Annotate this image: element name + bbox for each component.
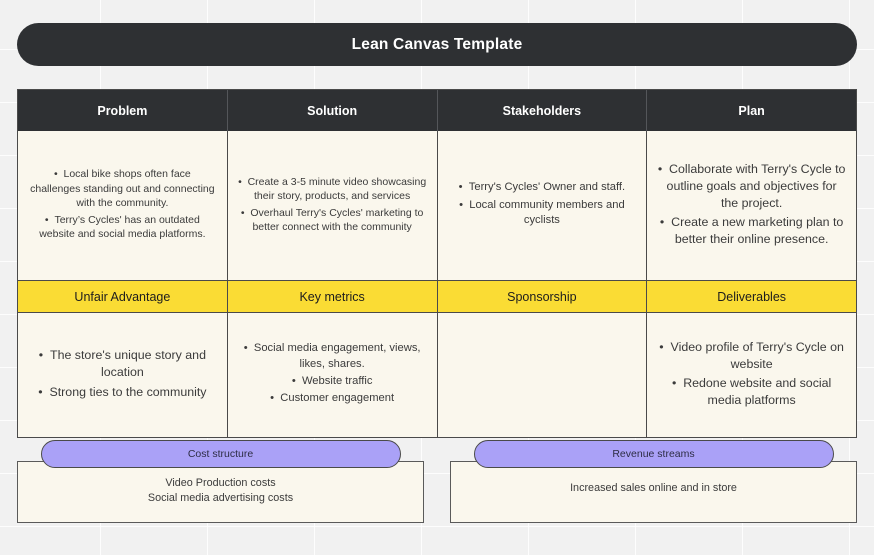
list-item: Website traffic [238, 374, 427, 389]
revenue-streams-line-1: Increased sales online and in store [570, 482, 737, 494]
list-item: Collaborate with Terry's Cycle to outlin… [657, 161, 846, 212]
list-item: The store's unique story and location [28, 347, 217, 381]
bullet-list-stakeholders: Terry's Cycles' Owner and staff. Local c… [448, 180, 637, 230]
row1-header: Problem Solution Stakeholders Plan [18, 90, 856, 131]
list-item: Strong ties to the community [28, 384, 217, 401]
row2-body: The store's unique story and location St… [18, 313, 856, 437]
revenue-streams-label: Revenue streams [612, 448, 695, 460]
list-item: Create a 3-5 minute video showcasing the… [238, 175, 427, 204]
revenue-streams-box[interactable]: Increased sales online and in store [450, 461, 857, 523]
cell-sponsorship[interactable] [437, 313, 648, 437]
cost-structure-line-2: Social media advertising costs [147, 492, 294, 505]
list-item: Create a new marketing plan to better th… [657, 214, 846, 248]
canvas-title-bar: Lean Canvas Template [17, 23, 857, 66]
row2-header: Unfair Advantage Key metrics Sponsorship… [18, 280, 856, 313]
cell-deliverables[interactable]: Video profile of Terry's Cycle on websit… [647, 313, 856, 437]
header-label-problem: Problem [97, 103, 148, 118]
list-item: Local community members and cyclists [448, 198, 637, 229]
list-item: Local bike shops often face challenges s… [28, 167, 217, 210]
bullet-list-plan: Collaborate with Terry's Cycle to outlin… [657, 161, 846, 251]
bullet-list-problem: Local bike shops often face challenges s… [28, 167, 217, 243]
header-label-unfair-advantage: Unfair Advantage [74, 289, 171, 304]
bullet-list-key-metrics: Social media engagement, views, likes, s… [238, 341, 427, 409]
header-label-key-metrics: Key metrics [299, 289, 365, 304]
header-cell-stakeholders[interactable]: Stakeholders [437, 90, 648, 131]
header-cell-sponsorship[interactable]: Sponsorship [437, 280, 648, 313]
header-cell-problem[interactable]: Problem [18, 90, 228, 131]
header-cell-unfair-advantage[interactable]: Unfair Advantage [18, 280, 228, 313]
header-cell-solution[interactable]: Solution [227, 90, 438, 131]
header-label-deliverables: Deliverables [717, 289, 787, 304]
cell-key-metrics[interactable]: Social media engagement, views, likes, s… [227, 313, 438, 437]
revenue-streams-pill[interactable]: Revenue streams [473, 440, 834, 468]
cost-structure-box[interactable]: Video Production costs Social media adve… [17, 461, 424, 523]
cost-structure-line-1: Video Production costs [165, 477, 276, 489]
header-cell-deliverables[interactable]: Deliverables [647, 280, 856, 313]
header-cell-plan[interactable]: Plan [647, 90, 856, 131]
header-cell-key-metrics[interactable]: Key metrics [227, 280, 438, 313]
cost-structure-group: Cost structure Video Production costs So… [17, 440, 424, 523]
bullet-list-solution: Create a 3-5 minute video showcasing the… [238, 175, 427, 237]
list-item: Terry's Cycles' Owner and staff. [448, 180, 637, 195]
bullet-list-unfair-advantage: The store's unique story and location St… [28, 347, 217, 402]
revenue-streams-group: Revenue streams Increased sales online a… [450, 440, 857, 523]
list-item: Social media engagement, views, likes, s… [238, 341, 427, 372]
header-label-solution: Solution [307, 103, 358, 118]
header-label-stakeholders: Stakeholders [502, 103, 582, 118]
bottom-section: Cost structure Video Production costs So… [0, 440, 874, 555]
list-item: Overhaul Terry's Cycles' marketing to be… [238, 206, 427, 235]
cell-problem[interactable]: Local bike shops often face challenges s… [18, 131, 228, 280]
cell-plan[interactable]: Collaborate with Terry's Cycle to outlin… [647, 131, 856, 280]
list-item: Redone website and social media platform… [657, 375, 846, 409]
header-label-sponsorship: Sponsorship [507, 289, 577, 304]
bullet-list-deliverables: Video profile of Terry's Cycle on websit… [657, 339, 846, 411]
row1-body: Local bike shops often face challenges s… [18, 131, 856, 280]
cell-unfair-advantage[interactable]: The store's unique story and location St… [18, 313, 228, 437]
cost-structure-pill[interactable]: Cost structure [40, 440, 401, 468]
cell-stakeholders[interactable]: Terry's Cycles' Owner and staff. Local c… [437, 131, 648, 280]
cell-solution[interactable]: Create a 3-5 minute video showcasing the… [227, 131, 438, 280]
list-item: Terry’s Cycles' has an outdated website … [28, 213, 217, 242]
list-item: Customer engagement [238, 391, 427, 406]
canvas-grid: Problem Solution Stakeholders Plan Local… [17, 89, 857, 438]
header-label-plan: Plan [738, 103, 765, 118]
cost-structure-label: Cost structure [187, 448, 254, 460]
list-item: Video profile of Terry's Cycle on websit… [657, 339, 846, 373]
page-title: Lean Canvas Template [351, 35, 523, 53]
